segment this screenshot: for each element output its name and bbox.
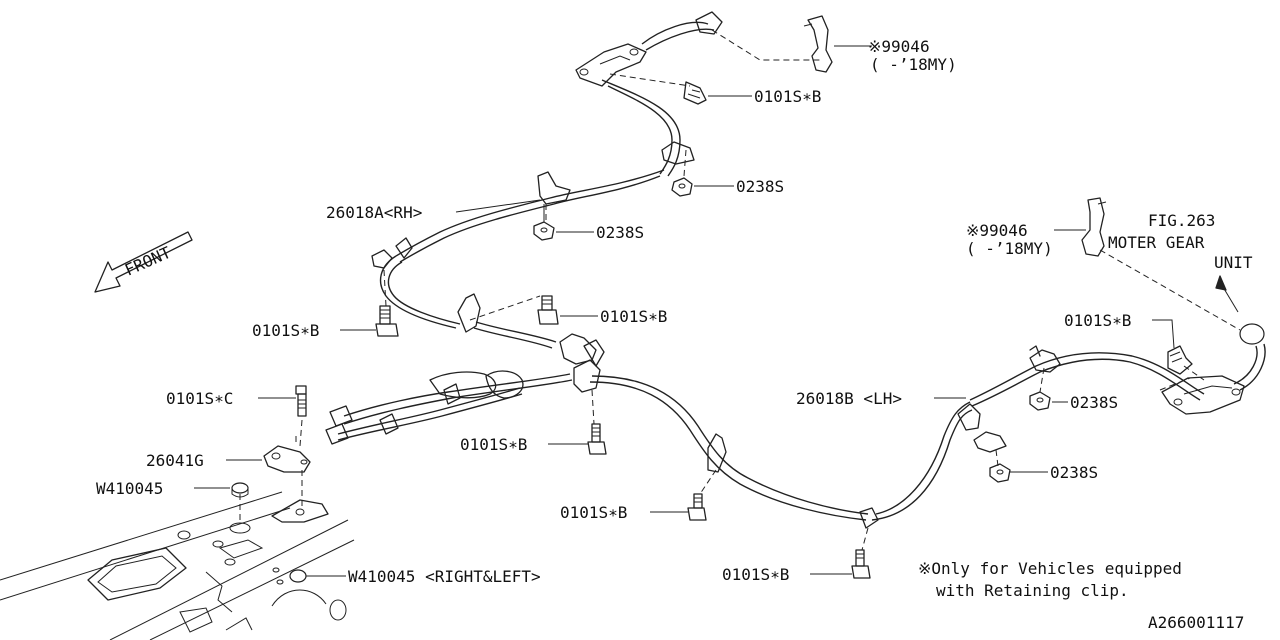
footnote-line-2: with Retaining clip. (936, 581, 1129, 600)
front-cable-bundle (325, 339, 605, 445)
label-fig-ref-1: FIG.263 (1148, 211, 1215, 230)
label-clip-right: ※99046 (966, 221, 1028, 240)
label-bolt-lh: 0101S∗B (1064, 311, 1131, 330)
label-bolt-top: 0101S∗B (754, 87, 821, 106)
retaining-clip-right-icon (1081, 197, 1107, 257)
bolt-rh-left (375, 305, 399, 337)
label-bracket: 26041G (146, 451, 204, 470)
bolt-lh (1167, 345, 1193, 375)
bolt-c (295, 385, 307, 417)
label-cable-rh: 26018A<RH> (326, 203, 422, 222)
plug-rl (289, 569, 307, 583)
nut-top (671, 177, 693, 197)
bolt-rh-mid (537, 295, 559, 325)
front-label: FRONT (122, 243, 174, 280)
nut-lh-2 (989, 463, 1011, 483)
label-bolt-center: 0101S∗B (460, 435, 527, 454)
label-bolt-lower-left: 0101S∗B (560, 503, 627, 522)
cable-lh (589, 323, 1266, 529)
label-clip-right-note: ( -’18MY) (966, 239, 1053, 258)
label-nut-top: 0238S (736, 177, 784, 196)
bolt-center (587, 423, 607, 455)
fig-ref-arrow-icon (1215, 275, 1239, 313)
diagram-id: A266001117 (1148, 613, 1244, 632)
label-bolt-c: 0101S∗C (166, 389, 233, 408)
label-cable-lh: 26018B <LH> (796, 389, 902, 408)
bolt-top (683, 81, 707, 105)
leader-lines (194, 45, 1175, 577)
label-bolt-rh-mid: 0101S∗B (600, 307, 667, 326)
floor-panel (0, 491, 355, 640)
label-fig-ref-3: UNIT (1214, 253, 1253, 272)
assembly-guides (239, 29, 1241, 551)
label-nut-lh-2: 0238S (1050, 463, 1098, 482)
label-nut-rh: 0238S (596, 223, 644, 242)
label-nut-lh-1: 0238S (1070, 393, 1118, 412)
footnote-line-1: ※Only for Vehicles equipped (918, 559, 1182, 578)
label-plug-left: W410045 (96, 479, 163, 498)
bolt-lower-left (687, 493, 707, 521)
bolt-bottom (851, 549, 871, 579)
label-fig-ref-2: MOTER GEAR (1108, 233, 1205, 252)
label-clip-top-note: ( -’18MY) (870, 55, 957, 74)
cable-rh (371, 11, 723, 365)
nut-rh (533, 221, 555, 241)
mount-pad (271, 499, 329, 523)
nut-lh-1 (1029, 391, 1051, 411)
retaining-clip-top-icon (803, 15, 833, 73)
label-plug-rl: W410045 <RIGHT&LEFT> (348, 567, 541, 586)
bracket-26041g (263, 445, 311, 473)
label-bolt-bottom: 0101S∗B (722, 565, 789, 584)
front-arrow-icon (94, 231, 193, 293)
label-clip-top: ※99046 (868, 37, 930, 56)
label-bolt-rh-left: 0101S∗B (252, 321, 319, 340)
